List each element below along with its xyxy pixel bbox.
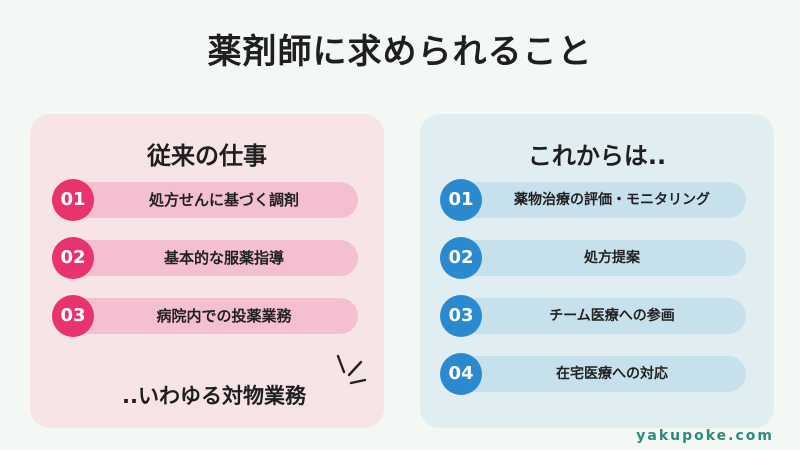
item-number-badge: 01: [440, 179, 482, 221]
item-label: 処方せんに基づく調剤: [148, 191, 299, 209]
item-number-badge: 04: [440, 353, 482, 395]
item-label: 基本的な服薬指導: [163, 249, 284, 267]
item-number-badge: 01: [52, 179, 94, 221]
item-number-badge: 03: [440, 295, 482, 337]
item-label: チーム医療への参画: [549, 308, 675, 324]
item-bar: [70, 240, 358, 276]
traditional-item-2: 02 基本的な服薬指導: [52, 237, 358, 279]
item-bar: [458, 182, 746, 218]
traditional-item-3: 03 病院内での投薬業務: [52, 295, 358, 337]
item-bar: [70, 182, 358, 218]
item-label: 薬物治療の評価・モニタリング: [514, 192, 710, 208]
item-number-badge: 02: [440, 237, 482, 279]
future-work-heading: これからは..: [527, 142, 667, 170]
item-label: 処方提案: [584, 250, 640, 266]
item-number-badge: 02: [52, 237, 94, 279]
item-number-badge: 03: [52, 295, 94, 337]
item-bar: [458, 356, 746, 392]
item-bar: [70, 298, 358, 334]
future-item-4: 04 在宅医療への対応: [440, 353, 746, 395]
item-bar: [458, 298, 746, 334]
item-label: 在宅医療への対応: [556, 366, 668, 382]
future-work-panel: これからは.. 01 薬物治療の評価・モニタリング 02 処方提案 03 チーム…: [420, 114, 774, 428]
future-item-2: 02 処方提案: [440, 237, 746, 279]
item-label: 病院内での投薬業務: [156, 307, 292, 325]
future-item-3: 03 チーム医療への参画: [440, 295, 746, 337]
page-title: 薬剤師に求められること: [207, 32, 593, 72]
future-item-1: 01 薬物治療の評価・モニタリング: [440, 179, 746, 221]
site-brand: yakupoke.com: [636, 428, 774, 444]
traditional-work-panel: 従来の仕事 01 処方せんに基づく調剤 02 基本的な服薬指導 03 病院内での…: [30, 114, 384, 428]
traditional-item-1: 01 処方せんに基づく調剤: [52, 179, 358, 221]
emphasis-lines-icon: [336, 354, 367, 385]
object-work-footnote: ..いわゆる対物業務: [122, 384, 306, 408]
item-bar: [458, 240, 746, 276]
traditional-work-heading: 従来の仕事: [147, 142, 267, 170]
